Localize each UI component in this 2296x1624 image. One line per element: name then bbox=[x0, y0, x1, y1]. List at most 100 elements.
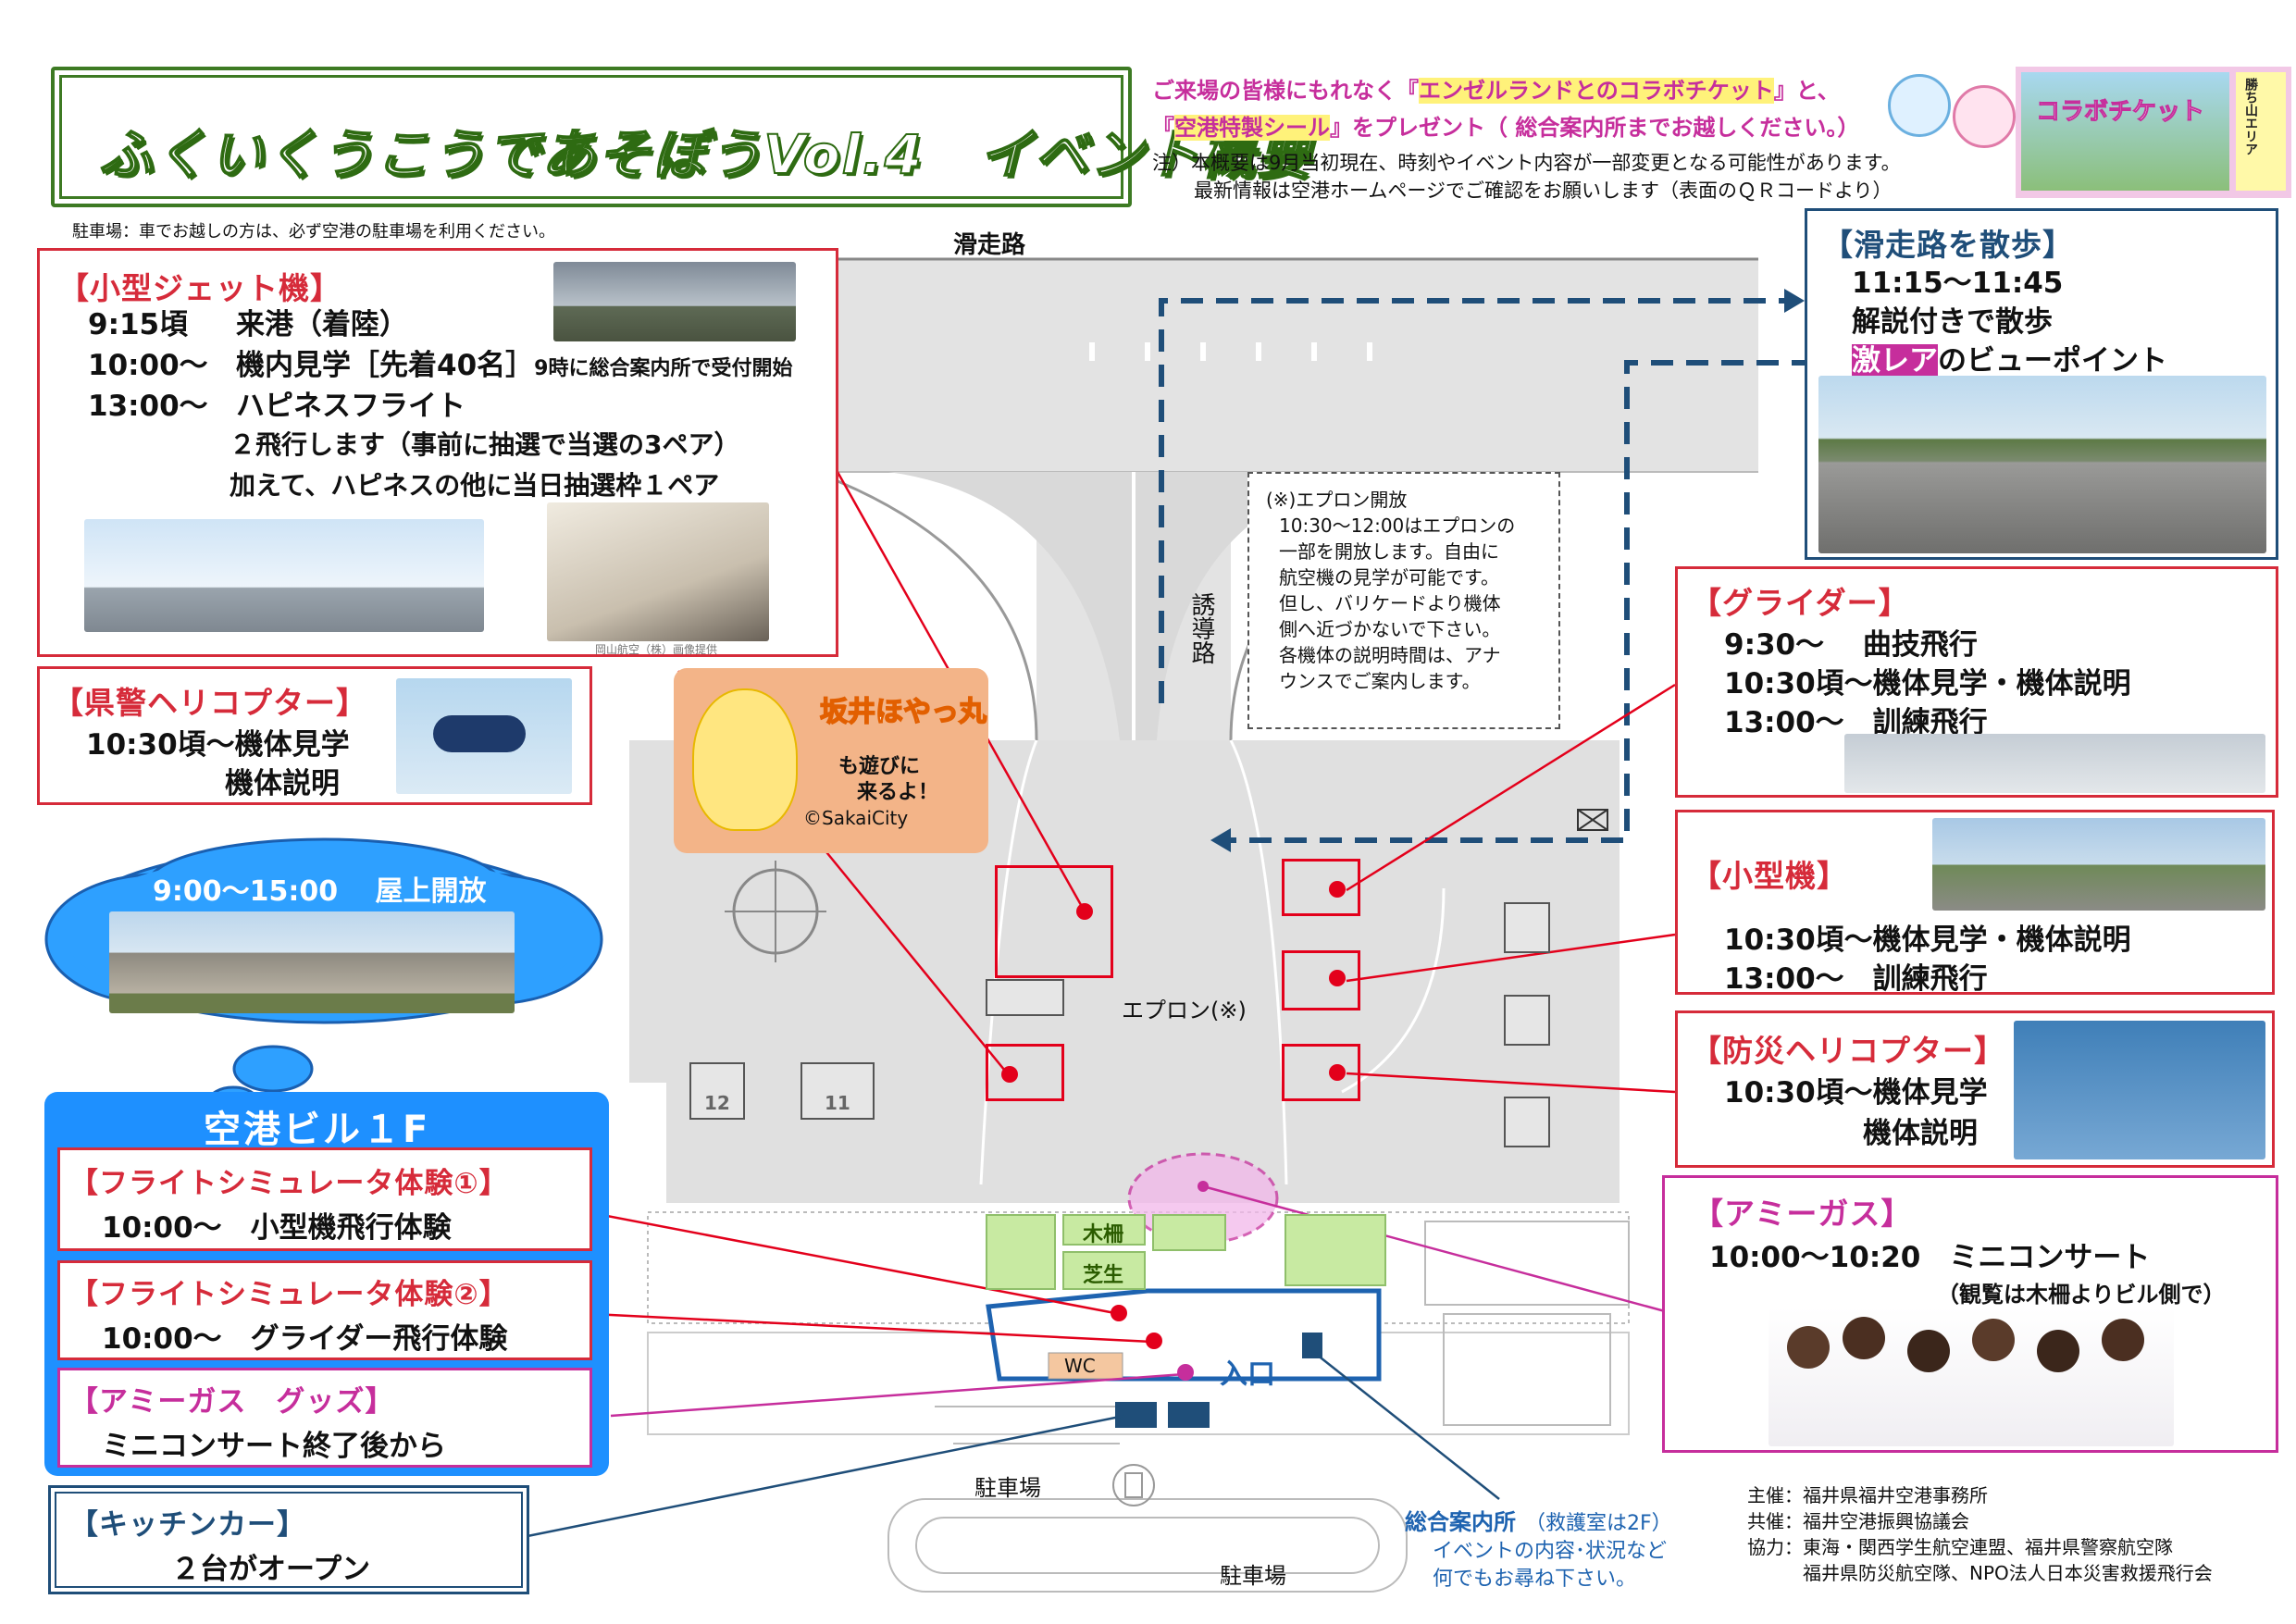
fence-area bbox=[1062, 1214, 1146, 1246]
glider-photo bbox=[1844, 734, 2265, 793]
spot-1 bbox=[1282, 859, 1360, 916]
rooftop-photo bbox=[109, 911, 515, 1013]
runway-walk-panel: 【滑走路を散歩】 11:15～11:45 解説付きで散歩 激レアのビューポイント bbox=[1805, 208, 2278, 560]
note-line-1: 注）本概要は9月当初現在、時刻やイベント内容が一部変更となる可能性があります。 bbox=[1152, 152, 1901, 174]
stand-left-a bbox=[986, 979, 1064, 1016]
jet-photo-exterior bbox=[84, 519, 484, 632]
amigas-note: （観覧は木柵よりビル側で） bbox=[1937, 1282, 2226, 1308]
jet-photo-credit: 岡山航空（株）画像提供 bbox=[595, 643, 718, 656]
sim2-title: 【フライトシミュレータ体験②】 bbox=[69, 1278, 509, 1311]
goods-title: 【アミーガス グッズ】 bbox=[69, 1385, 395, 1419]
notice-line-2: 『空港特製シール』をプレゼント（ 総合案内所までお越しください。） bbox=[1152, 115, 1860, 141]
jet-row-2: 10:00～機内見学［先着40名］9時に総合案内所で受付開始 bbox=[88, 349, 793, 382]
jet-title: 【小型ジェット機】 bbox=[58, 270, 341, 306]
jet-extra-1: ２飛行します（事前に抽選で当選の3ペア） bbox=[230, 429, 740, 460]
credit-coop-1: 協力：東海・関西学生航空連盟、福井県警察航空隊 bbox=[1747, 1536, 2173, 1558]
credits: 主催：福井県福井空港事務所 共催：福井空港振興協議会 協力：東海・関西学生航空連… bbox=[1747, 1482, 2213, 1586]
stand-12: 12 bbox=[689, 1062, 745, 1120]
amigas-line: 10:00～10:20 ミニコンサート bbox=[1709, 1241, 2151, 1274]
disaster-heli-panel: 【防災ヘリコプター】 10:30頃～機体見学 機体説明 bbox=[1675, 1010, 2275, 1168]
small-plane-row-1: 10:30頃～機体見学・機体説明 bbox=[1724, 924, 2131, 957]
runway-walk-line-2: 激レアのビューポイント bbox=[1852, 344, 2167, 378]
police-heli-photo bbox=[396, 678, 572, 794]
collab-ticket-image: コラボチケット 勝ち山エリア bbox=[2016, 67, 2291, 198]
mascot-credit: ©SakaiCity bbox=[803, 807, 909, 829]
police-heli-line-2: 機体説明 bbox=[225, 767, 340, 800]
info-desk-rescue: （救護室は2F） bbox=[1525, 1512, 1672, 1535]
spot-police-heli bbox=[986, 1044, 1064, 1101]
runway-walk-line-1: 解説付きで散歩 bbox=[1852, 305, 2053, 339]
amigas-photo bbox=[1769, 1308, 2174, 1446]
kitchen-title: 【キッチンカー】 bbox=[69, 1508, 306, 1542]
stand-11: 11 bbox=[800, 1062, 875, 1120]
info-desk-line-1: イベントの内容･状況など bbox=[1433, 1540, 1668, 1563]
marker-police-heli bbox=[1001, 1066, 1018, 1083]
runway-label: 滑走路 bbox=[953, 231, 1026, 259]
disaster-heli-line-1: 10:30頃～機体見学 bbox=[1724, 1076, 1988, 1110]
info-desk-title: 総合案内所 bbox=[1405, 1509, 1516, 1535]
title-banner: ふくいくうこうであそぼうVol.4 イベント概要 bbox=[51, 67, 1311, 207]
glider-row-1: 9:30～ 曲技飛行 bbox=[1724, 628, 1978, 662]
glider-row-2: 10:30頃～機体見学・機体説明 bbox=[1724, 667, 2131, 700]
collab-ticket-text: エンゼルランドとのコラボチケット bbox=[1419, 78, 1774, 104]
police-heli-line-1: 10:30頃～機体見学 bbox=[86, 728, 350, 762]
stand-right-2 bbox=[1504, 995, 1550, 1046]
disaster-heli-photo bbox=[2014, 1021, 2265, 1159]
small-plane-title: 【小型機】 bbox=[1691, 858, 1848, 894]
sim1-panel: 【フライトシミュレータ体験①】 10:00～ 小型機飛行体験 bbox=[57, 1147, 592, 1251]
goods-panel: 【アミーガス グッズ】 ミニコンサート終了後から bbox=[57, 1368, 592, 1468]
mascot-line-1: も遊びに bbox=[838, 755, 921, 778]
glider-title: 【グライダー】 bbox=[1691, 585, 1910, 621]
credit-cohost: 共催：福井空港振興協議会 bbox=[1747, 1510, 1969, 1532]
marker-spot-2 bbox=[1329, 970, 1346, 986]
jet-panel: 【小型ジェット機】 9:15頃来港（着陸） 10:00～機内見学［先着40名］9… bbox=[37, 248, 838, 657]
mascot-panel: 坂井ほやっ丸 も遊びに 来るよ！ ©SakaiCity bbox=[674, 668, 988, 853]
jet-extra-2: 加えて、ハピネスの他に当日抽選枠１ペア bbox=[230, 470, 720, 501]
credit-host: 主催：福井県福井空港事務所 bbox=[1747, 1484, 1988, 1506]
lawn-area-mid bbox=[1152, 1214, 1226, 1251]
spot-glider bbox=[995, 865, 1113, 978]
taxiway-label: 誘導路 bbox=[1187, 592, 1215, 664]
jet-photo-interior bbox=[547, 502, 769, 641]
marker-spot-3 bbox=[1329, 1064, 1346, 1081]
marker-spot-1 bbox=[1329, 881, 1346, 898]
jet-row-3: 13:00～ハピネスフライト bbox=[88, 390, 465, 423]
mascot-line-2: 来るよ！ bbox=[857, 781, 939, 804]
building-title: 空港ビル１F bbox=[204, 1109, 431, 1151]
apron-label: エプロン(※) bbox=[1122, 998, 1247, 1023]
small-plane-panel: 【小型機】 10:30頃～機体見学・機体説明 13:00～ 訓練飛行 bbox=[1675, 810, 2275, 996]
spot-2 bbox=[1282, 950, 1360, 1010]
info-desk-line-2: 何でもお尋ね下さい。 bbox=[1433, 1568, 1637, 1591]
sticker-text: 空港特製シール bbox=[1174, 115, 1330, 141]
entrance-label: 入口 bbox=[1220, 1358, 1275, 1391]
spot-3 bbox=[1282, 1044, 1360, 1101]
mascot-image bbox=[692, 688, 798, 831]
info-desk: 総合案内所 （救護室は2F） イベントの内容･状況など 何でもお尋ね下さい。 bbox=[1405, 1508, 1672, 1593]
amigas-title: 【アミーガス】 bbox=[1693, 1196, 1913, 1232]
sim1-title: 【フライトシミュレータ体験①】 bbox=[69, 1167, 509, 1200]
police-heli-title: 【県警ヘリコプター】 bbox=[53, 685, 367, 721]
notice-line-1: ご来場の皆様にもれなく『エンゼルランドとのコラボチケット』と、 bbox=[1152, 78, 1840, 104]
credit-coop-2: 福井県防災航空隊、NPO法人日本災害救援飛行会 bbox=[1803, 1562, 2213, 1584]
kitchen-line: ２台がオープン bbox=[171, 1553, 371, 1586]
lawn-area-right bbox=[1285, 1214, 1386, 1286]
sim1-line: 10:00～ 小型機飛行体験 bbox=[102, 1211, 452, 1245]
amigas-panel: 【アミーガス】 10:00～10:20 ミニコンサート （観覧は木柵よりビル側で… bbox=[1662, 1175, 2278, 1453]
goods-line: ミニコンサート終了後から bbox=[102, 1430, 446, 1463]
mascot-name: 坂井ほやっ丸 bbox=[819, 695, 987, 729]
marker-sim1 bbox=[1111, 1305, 1127, 1321]
sim2-line: 10:00～ グライダー飛行体験 bbox=[102, 1322, 508, 1356]
runway-walk-title: 【滑走路を散歩】 bbox=[1822, 227, 2074, 263]
glider-panel: 【グライダー】 9:30～ 曲技飛行 10:30頃～機体見学・機体説明 13:0… bbox=[1675, 566, 2278, 798]
small-plane-row-2: 13:00～ 訓練飛行 bbox=[1724, 962, 1988, 996]
sim2-panel: 【フライトシミュレータ体験②】 10:00～ グライダー飛行体験 bbox=[57, 1260, 592, 1360]
note-line-2: 最新情報は空港ホームページでご確認をお願いします（表面のＱＲコードより） bbox=[1194, 180, 1893, 202]
runway-walk-photo bbox=[1818, 376, 2266, 553]
fence-label: 木柵 bbox=[1083, 1223, 1124, 1246]
runway-walk-time: 11:15～11:45 bbox=[1852, 267, 2064, 300]
disaster-heli-title: 【防災ヘリコプター】 bbox=[1691, 1033, 2005, 1069]
wc-label: WC bbox=[1064, 1355, 1096, 1377]
marker-sim2 bbox=[1146, 1333, 1162, 1349]
stand-right-3 bbox=[1504, 1097, 1550, 1147]
small-plane-photo bbox=[1932, 818, 2265, 911]
